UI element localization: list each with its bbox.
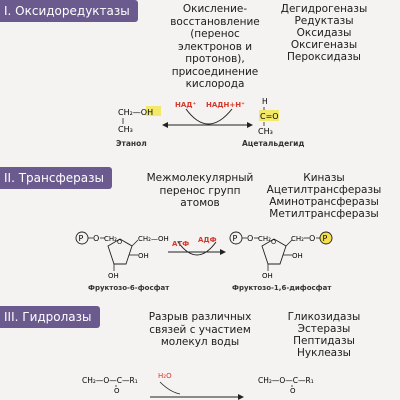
reaction-diagram-transferases: P O CH₂ O CH₂—OH OH OH Фруктозо-6-фосфат… [75,231,333,292]
phosphate-label: P [323,234,328,243]
o-link: O [247,234,253,243]
section-description-oxidoreductases: Окисление- восстановление (перенос элект… [150,3,280,91]
cofactor-adp: АДФ [198,236,217,244]
enzyme-item: Ацетилтрансферазы [266,184,382,196]
arrow-head-left [162,122,168,128]
arrow-head-right [238,394,244,400]
reaction-diagram-oxidoreductases: CH₂—OH CH₃ Этанол НАД⁺ НАДН+Н⁺ H C=O CH₃… [116,97,304,148]
ethanol-formula-top: CH₂—OH [118,108,153,117]
enzyme-item: Пероксидазы [287,51,361,63]
description-line: электронов и [177,40,253,53]
enzyme-item: Пептидазы [293,335,355,347]
phosphate-label: P [233,234,238,243]
ethanol-name: Этанол [116,139,147,148]
oh-highlight [146,106,161,116]
description-line: связей с участием [149,323,251,336]
water-label: H₂O [158,372,172,380]
ring-oxygen: O [117,238,122,246]
enzyme-item: Дегидрогеназы [280,3,368,15]
description-line: восстановление [170,15,260,28]
description-line: Окисление- [182,3,248,15]
ch2-right-2: CH₂ [291,235,304,243]
description-line: молекул воды [160,336,240,348]
section-badge-oxidoreductases: I. Оксидоредуктазы [0,0,138,22]
phosphate-label: P [79,234,84,243]
oh-right-1: OH [292,252,303,260]
ethanol-formula-bottom: CH₃ [118,125,133,134]
enzyme-item: Гликозидазы [287,311,361,323]
acetaldehyde-name: Ацетальдегид [242,139,304,148]
section-badge-transferases: II. Трансферазы [0,167,112,189]
description-line: атомов [180,197,220,209]
enzyme-item: Оксигеназы [290,39,358,51]
enzyme-list-hydrolases: Гликозидазы Эстеразы Пептидазы Нуклеазы [248,311,400,359]
ch2oh-left: CH₂—OH [138,235,169,243]
ch2-right-1: CH₂ [258,235,271,243]
oh-left-2: OH [108,272,119,280]
description-line: кислорода [185,78,245,90]
phosphate-circle-right-2 [319,231,333,245]
description-line: Межмолекулярный [146,172,254,184]
ch2-left: CH₂ [104,235,117,243]
oh-right-2: OH [262,272,273,280]
description-line: протонов), [185,53,245,65]
acetaldehyde-carbonyl: C=O [260,112,279,121]
section-description-hydrolases: Разрыв различных связей с участием молек… [130,311,270,349]
cofactor-atp: АТФ [172,240,189,248]
cofactor-nadh: НАДН+Н⁺ [206,101,245,109]
o-link: O [93,234,99,243]
description-line: Разрыв различных [148,311,252,323]
ring-oxygen: O [271,238,276,246]
enzyme-item: Эстеразы [297,323,351,335]
cofactor-nad: НАД⁺ [175,101,197,109]
enzyme-item: Аминотрансферазы [269,196,379,208]
carbonyl-oxygen-left: O [114,387,120,395]
carbonyl-oxygen-right: O [290,387,296,395]
enzyme-item: Метилтрансферазы [269,208,379,220]
enzyme-item: Киназы [303,172,345,184]
carbonyl-highlight [259,110,279,121]
arrow-head-right [220,249,226,255]
enzyme-list-transferases: Киназы Ацетилтрансферазы Аминотрансфераз… [248,172,400,220]
enzyme-item: Нуклеазы [297,347,351,359]
acetaldehyde-formula-bottom: CH₃ [258,127,273,136]
enzyme-list-oxidoreductases: Дегидрогеназы Редуктазы Оксидазы Оксиген… [248,3,400,63]
reaction-diagram-hydrolases: H₂O CH₂—O—C—R₁ O CH₂—O—C—R₁ O [82,372,314,400]
o-link: O [309,234,315,243]
fructose-16-diphosphate-name: Фруктозо-1,6-дифосфат [232,284,332,292]
enzyme-item: Оксидазы [296,27,352,39]
enzyme-item: Редуктазы [294,15,354,27]
water-curve [159,381,181,395]
section-description-transferases: Межмолекулярный перенос групп атомов [130,172,270,210]
oh-left-1: OH [138,252,149,260]
cofactor-curve [177,241,217,256]
ester-formula-right: CH₂—O—C—R₁ [258,376,314,385]
description-line: присоединение [171,65,259,78]
cofactor-curve [185,108,233,125]
acetaldehyde-h: H [262,97,268,106]
arrow-head-right [247,122,253,128]
description-line: перенос групп [159,184,241,197]
description-line: (перенос [190,28,240,40]
fructose-6-phosphate-name: Фруктозо-6-фосфат [88,284,170,292]
section-badge-hydrolases: III. Гидролазы [0,306,100,328]
ester-formula-left: CH₂—O—C—R₁ [82,376,138,385]
